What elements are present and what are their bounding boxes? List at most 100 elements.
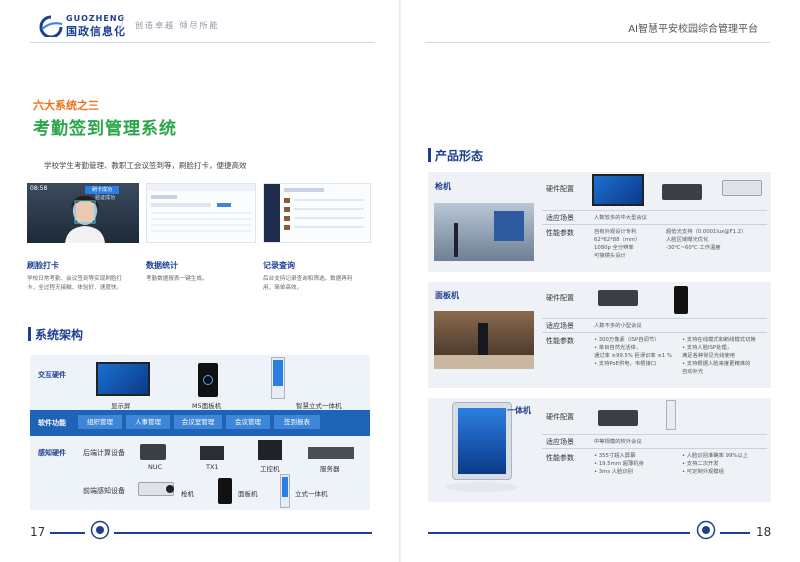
hw-nuc-icon-1 (662, 184, 702, 200)
header-rule-left (30, 42, 375, 43)
kiosk-icon (271, 357, 285, 399)
product-title-bar (428, 148, 431, 162)
product-name-panel: 面板机 (435, 291, 459, 300)
label-scene-1: 适应场景 (546, 214, 574, 222)
scene-1: 人数较多的中大型会议 (594, 215, 647, 221)
police-emblem-icon-right (696, 520, 716, 540)
hw-nuc-icon-2 (598, 290, 638, 306)
slogan: 创造卓越 倾尽所能 (135, 21, 220, 30)
label-scene-3: 适应场景 (546, 438, 574, 446)
hw-display-icon-1 (592, 174, 644, 206)
device-ipc: 工控机 (260, 465, 280, 473)
page-fold (399, 0, 401, 562)
display-screen-icon (96, 362, 150, 396)
logo-text-en: GUOZHENG (66, 14, 126, 23)
product-rule-1b (542, 224, 767, 225)
product-rule-2b (542, 332, 767, 333)
scene-3: 中等规模的校外会议 (594, 439, 642, 445)
tag-org: 组织管理 (78, 415, 122, 429)
tag-report: 签到报表 (274, 415, 320, 429)
product-title: 产品形态 (435, 149, 484, 163)
tx1-icon (200, 446, 224, 460)
camera-scene-photo (434, 203, 534, 261)
feature-title-stats: 数据统计 (146, 261, 178, 270)
hw-nuc-icon-3 (598, 410, 638, 426)
tag-hr: 人事管理 (126, 415, 170, 429)
face-clockin-screenshot: 08:58 刷卡成功 验证成功 (27, 183, 139, 243)
params-right-3: • 人脸识别准确率 99%以上• 支持二次开发• 可定制外观模组 (682, 453, 748, 475)
logo-text-cn: 国政信息化 (66, 25, 126, 38)
police-emblem-icon (90, 520, 110, 540)
ipc-icon (258, 440, 282, 460)
device-nuc: NUC (148, 463, 163, 471)
device-server: 服务器 (320, 465, 340, 473)
footer-rule-left-a (50, 532, 85, 534)
intro-text: 学校学生考勤管理、教职工会议签到等，刷脸打卡，便捷高效 (44, 161, 247, 170)
feature-desc-records: 后台支持记录查询和筛选，数据再利用，简单高效。 (263, 276, 353, 291)
clock-text: 08:58 (30, 185, 48, 192)
panel-scene-photo (434, 311, 534, 369)
product-rule-1a (542, 210, 767, 211)
device-panel: 面板机 (238, 490, 258, 498)
server-icon (308, 447, 354, 459)
label-scene-2: 适应场景 (546, 322, 574, 330)
frontend-label: 前端感知设备 (83, 487, 125, 495)
label-params-1: 性能参数 (546, 229, 574, 237)
params-left-3: • 355寸超入屏幕• 19.5mm 超薄机身• 3ms 人脸识别 (594, 453, 644, 475)
row-label-sensing: 感知硬件 (38, 449, 66, 457)
badge-text: 刷卡成功 (85, 186, 119, 194)
standing-kiosk-icon (280, 474, 290, 508)
footer-rule-left-b (114, 532, 372, 534)
label-hw-3: 硬件配置 (546, 413, 574, 421)
panel-icon (218, 478, 232, 504)
header-rule-right (425, 42, 770, 43)
device-display: 显示屏 (111, 402, 131, 410)
product-name-camera: 枪机 (435, 182, 451, 191)
nuc-icon (140, 444, 166, 460)
device-standing-kiosk: 立式一体机 (295, 490, 328, 498)
platform-title: AI智慧平安校园综合管理平台 (628, 24, 758, 35)
scene-2: 人数不多的小型会议 (594, 323, 642, 329)
device-tx1: TX1 (206, 463, 219, 471)
product-rule-2a (542, 318, 767, 319)
tag-meeting: 会议管理 (226, 415, 270, 429)
page-number-left: 17 (30, 525, 46, 539)
device-m5-panel: M5面板机 (192, 402, 222, 410)
device-kiosk: 智慧立式一体机 (296, 402, 342, 410)
system-subheading: 六大系统之三 (33, 99, 99, 112)
page-number-right: 18 (756, 525, 772, 539)
product-name-kiosk: 一体机 (507, 406, 531, 415)
label-hw-2: 硬件配置 (546, 294, 574, 302)
hw-kiosk-icon-3 (666, 400, 676, 430)
product-rule-3a (542, 434, 767, 435)
params-right-1: 超低光支持（0.0001lux@F1.2）人脸区域曝光优化-30℃~60℃ 工作… (666, 229, 747, 251)
label-params-2: 性能参数 (546, 337, 574, 345)
backend-label: 后端计算设备 (83, 449, 125, 457)
arch-title-bar (28, 327, 31, 341)
bullet-camera-icon (138, 482, 174, 496)
logo-icon (39, 15, 63, 37)
label-params-3: 性能参数 (546, 454, 574, 462)
device-bullet-cam: 枪机 (181, 490, 194, 498)
feature-desc-face: 学校日常考勤、会议签到等实现刷脸打卡，全过程无接触、体验好、速度快。 (27, 276, 123, 291)
params-right-2: • 支持在线模式和断线模式切换• 支持人脸ISP处理， 满足各种常见光线使用• … (682, 337, 756, 375)
panel-machine-icon (198, 363, 218, 397)
feature-title-records: 记录查询 (263, 261, 295, 270)
system-heading: 考勤签到管理系统 (33, 119, 177, 139)
hw-panel-icon-2 (674, 286, 688, 314)
arch-title: 系统架构 (35, 328, 84, 342)
statistics-screenshot (146, 183, 256, 243)
footer-rule-right-a (428, 532, 690, 534)
product-rule-3b (542, 448, 767, 449)
row-label-interact: 交互硬件 (38, 371, 66, 379)
feature-desc-stats: 考勤数据报表一键生成。 (146, 276, 208, 282)
tag-room: 会议室管理 (174, 415, 222, 429)
hw-camera-icon-1 (722, 180, 762, 196)
row-label-software: 软件功能 (38, 419, 66, 427)
face-portrait-icon (65, 195, 105, 243)
footer-rule-right-b (720, 532, 750, 534)
verify-text: 验证成功 (95, 195, 116, 201)
feature-title-face: 刷脸打卡 (27, 261, 59, 270)
